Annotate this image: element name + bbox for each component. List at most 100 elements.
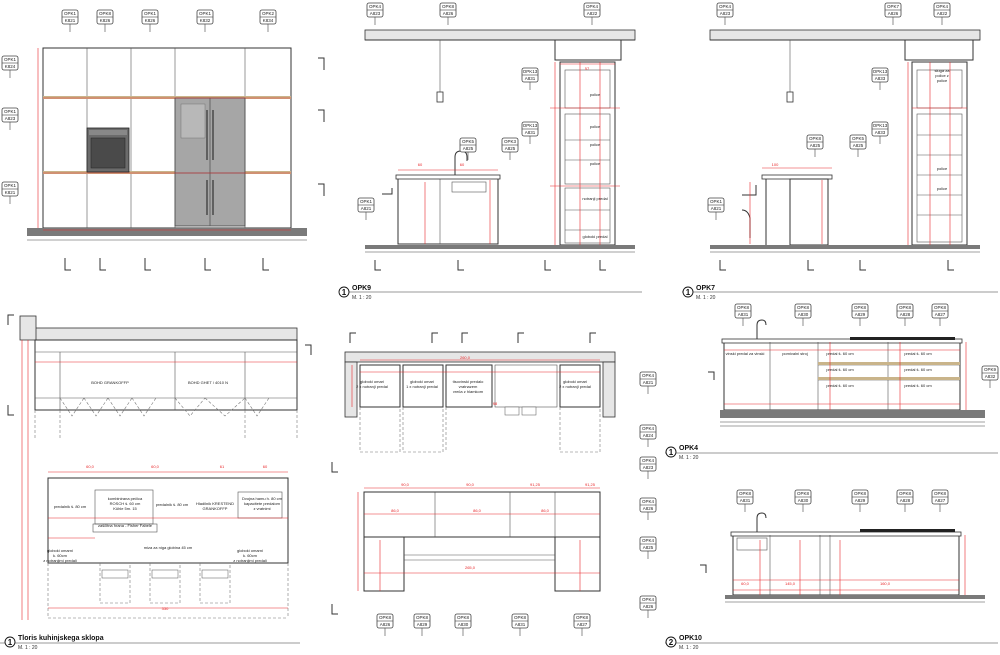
reference-tag-bottom: A831 xyxy=(740,498,751,503)
title-opk7-number: 1 xyxy=(686,288,691,297)
component-label: vratnazem xyxy=(459,384,478,389)
component-label: predal š. 60 cm xyxy=(904,367,932,372)
reference-tag-top: OPK4 xyxy=(642,458,655,463)
reference-tag-bottom: K824 xyxy=(5,64,16,69)
reference-tag-top: OPK9 xyxy=(984,367,997,372)
component-label: police xyxy=(937,78,948,83)
component-label: kombinirana pečica xyxy=(108,496,143,501)
reference-tag-bottom: A829 xyxy=(855,312,866,317)
dimension-label: 86,0 xyxy=(391,508,400,513)
component-label: ROSCH š. 60 cm xyxy=(110,501,141,506)
component-label: kapacitete predalom xyxy=(244,501,281,506)
title-opk7: 1 OPK7 M. 1 : 20 xyxy=(682,285,716,301)
reference-tag-bottom: A831 xyxy=(525,76,536,81)
reference-tag-top: OPK1 xyxy=(360,199,373,204)
reference-tag-top: OPK4 xyxy=(642,426,655,431)
reference-tag-top: OPK13 xyxy=(873,123,888,128)
component-label: predal š. 60 cm xyxy=(904,351,932,356)
title-opk4-number: 1 xyxy=(669,448,674,457)
reference-tag-top: OPK8 xyxy=(576,615,589,620)
title-floor-plan-text: Tloris kuhinjskega sklopa xyxy=(18,635,104,642)
dimension-label: 60,0 xyxy=(86,464,95,469)
reference-tag-top: OPK13 xyxy=(523,69,538,74)
reference-tag-bottom: K834 xyxy=(263,18,274,23)
reference-tag-bottom: A830 xyxy=(798,498,809,503)
reference-tag-top: OPK13 xyxy=(523,123,538,128)
component-label: police z xyxy=(935,73,949,78)
reference-tag-top: OPK8 xyxy=(797,305,810,310)
dimension-label: 57 xyxy=(585,66,590,71)
reference-tag-bottom: A831 xyxy=(738,312,749,317)
component-label: Dvojna hamu h. 80 cm xyxy=(242,496,283,501)
component-label: notranji predal xyxy=(582,196,607,201)
title-opk10-number: 2 xyxy=(669,638,674,647)
dimension-label: 60 xyxy=(418,162,423,167)
component-label: predal š. 60 cm xyxy=(904,383,932,388)
reference-tag-bottom: A831 xyxy=(515,622,526,627)
component-label: predalnik š. 80 cm xyxy=(54,504,87,509)
title-opk9-text: OPK9 xyxy=(352,285,371,292)
component-label: police xyxy=(590,161,601,166)
reference-tag-top: OPK8 xyxy=(737,305,750,310)
reference-tag-bottom: A827 xyxy=(935,498,946,503)
component-label: BOHD GRANKOFFP xyxy=(91,380,129,385)
reference-tag-bottom: K832 xyxy=(200,18,211,23)
title-opk7-scale: M. 1 : 20 xyxy=(696,295,716,301)
component-label: BOHD GHET / 4010 N xyxy=(188,380,228,385)
reference-tag-bottom: A825 xyxy=(853,143,864,148)
reference-tag-top: OPK8 xyxy=(99,11,112,16)
dimension-label: 91,25 xyxy=(585,482,596,487)
title-opk10-text: OPK10 xyxy=(679,635,702,642)
title-opk10-scale: M. 1 : 20 xyxy=(679,645,699,651)
reference-tag-top: OPK8 xyxy=(514,615,527,620)
component-label: miza za niga globina 45 cm xyxy=(144,545,193,550)
reference-tag-bottom: A821 xyxy=(643,380,654,385)
dimension-label: 61 xyxy=(220,464,225,469)
reference-tag-bottom: A821 xyxy=(361,206,372,211)
reference-tag-bottom: K821 xyxy=(65,18,76,23)
title-floor-plan-scale: M. 1 : 20 xyxy=(18,645,38,651)
dimension-label: 60 xyxy=(263,464,268,469)
component-label: predal š. 60 cm xyxy=(826,383,854,388)
reference-tag-top: OPK7 xyxy=(887,4,900,9)
reference-tag-bottom: A826 xyxy=(643,604,654,609)
reference-tag-top: OPK8 xyxy=(416,615,429,620)
reference-tag-bottom: A829 xyxy=(417,622,428,627)
component-label: predalnik š. 80 cm xyxy=(156,502,189,507)
reference-tag-top: OPK1 xyxy=(144,11,157,16)
reference-tag-top: OPK4 xyxy=(642,499,655,504)
reference-tag-bottom: A829 xyxy=(855,498,866,503)
reference-tag-top: OPK8 xyxy=(934,491,947,496)
elevation-tall-units xyxy=(27,47,325,271)
reference-tag-bottom: A832 xyxy=(985,374,996,379)
reference-tag-bottom: A833 xyxy=(875,76,886,81)
component-label: globoki omarni xyxy=(47,548,73,553)
component-label: globoki omari xyxy=(410,379,434,384)
reference-tag-bottom: K826 xyxy=(100,18,111,23)
reference-tag-bottom: A826 xyxy=(380,622,391,627)
dimension-label: 90,0 xyxy=(466,482,475,487)
reference-tag-bottom: A827 xyxy=(935,312,946,317)
reference-tag-bottom: A830 xyxy=(458,622,469,627)
reference-tag-bottom: A823 xyxy=(643,465,654,470)
component-label: police xyxy=(590,142,601,147)
elevation-opk7 xyxy=(709,29,981,271)
reference-tag-top: OPK8 xyxy=(739,491,752,496)
